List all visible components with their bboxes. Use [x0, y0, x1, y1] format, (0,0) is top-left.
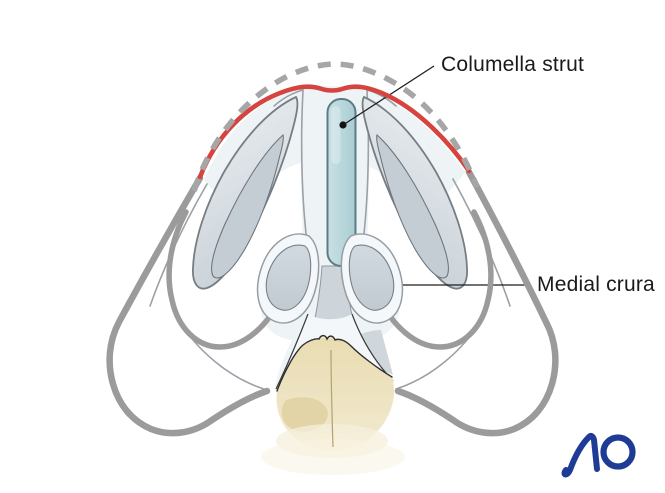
medial-crura-footplates	[256, 233, 404, 324]
nose-outline-right	[394, 168, 559, 437]
nasal-spine-bone	[261, 334, 405, 475]
columella-strut-leader-dot	[339, 121, 347, 129]
nose-outline	[106, 168, 559, 437]
medial-crura-label: Medial crura	[537, 273, 655, 296]
ao-logo-letter-a	[561, 433, 600, 478]
ao-logo-letter-o	[600, 434, 636, 470]
columella-strut-label: Columella strut	[441, 53, 585, 76]
lateral-crus-left	[192, 95, 299, 290]
nose-outline-left	[106, 174, 271, 437]
lateral-crus-right	[361, 95, 468, 290]
ao-logo	[561, 433, 636, 478]
resection-line	[197, 84, 472, 180]
